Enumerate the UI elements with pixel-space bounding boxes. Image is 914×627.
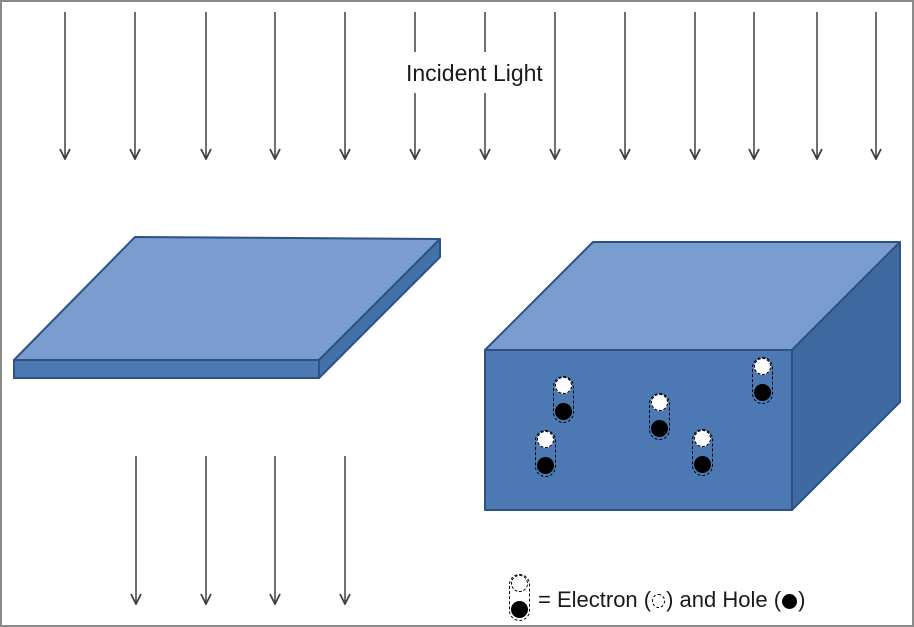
electron-icon: [651, 394, 668, 411]
electron-icon: [511, 575, 528, 592]
electron-hole-pair: [692, 429, 713, 476]
pair-capsule-icon: [649, 393, 670, 440]
electron-hole-pair: [649, 393, 670, 440]
hole-icon: [651, 420, 668, 437]
incident-light-label: Incident Light: [398, 52, 551, 94]
electron-icon: [537, 431, 554, 448]
electron-icon: [694, 430, 711, 447]
electron-hole-pair: [752, 357, 773, 404]
thick-box-front-face: [484, 349, 793, 511]
electron-hole-pair: [535, 430, 556, 477]
legend-pair-icon: [509, 574, 530, 621]
pair-capsule-icon: [752, 357, 773, 404]
electron-icon: [652, 594, 666, 608]
legend-text: = Electron ( ) and Hole (): [538, 587, 805, 613]
pair-capsule-icon: [553, 376, 574, 423]
hole-icon: [555, 403, 572, 420]
hole-icon: [537, 457, 554, 474]
legend-electron-label: = Electron (: [538, 587, 652, 612]
legend-hole-label: ) and Hole (: [666, 587, 782, 612]
hole-icon: [511, 601, 528, 618]
thin-slab: [13, 236, 441, 379]
transmitted-arrows: [136, 456, 345, 604]
pair-capsule-icon: [692, 429, 713, 476]
hole-icon: [782, 594, 798, 609]
hole-icon: [754, 384, 771, 401]
hole-icon: [694, 456, 711, 473]
electron-icon: [555, 377, 572, 394]
thin-slab-front-face: [13, 359, 320, 379]
electron-icon: [754, 358, 771, 375]
thin-slab-top-face: [13, 236, 441, 361]
pair-capsule-icon: [535, 430, 556, 477]
electron-hole-pair: [553, 376, 574, 423]
pair-capsule-icon: [509, 574, 530, 621]
legend-close-paren: ): [798, 587, 806, 612]
